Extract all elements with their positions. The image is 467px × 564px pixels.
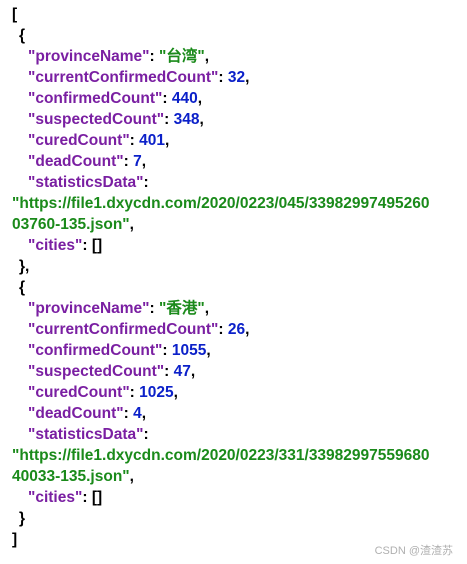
json-key: "curedCount": [28, 384, 130, 401]
json-array-value: []: [91, 237, 103, 254]
object-close-brace: }: [19, 510, 26, 527]
json-entry: 40033-135.json",: [12, 468, 134, 485]
object-close-brace: },: [19, 258, 30, 275]
array-open-bracket: [: [12, 6, 18, 23]
json-entry: "deadCount": 4,: [28, 405, 147, 422]
json-number-value: 7: [133, 153, 142, 170]
json-entry: "suspectedCount": 348,: [28, 111, 204, 128]
object-open-brace: {: [19, 27, 26, 44]
json-key: "confirmedCount": [28, 90, 163, 107]
json-entry: "provinceName": "台湾",: [28, 48, 210, 65]
json-entry: "provinceName": "香港",: [28, 300, 210, 317]
json-number-value: 348: [173, 111, 200, 128]
json-key: "deadCount": [28, 153, 124, 170]
json-entry: "curedCount": 1025,: [28, 384, 178, 401]
json-number-value: 26: [227, 321, 246, 338]
json-key: "provinceName": [28, 300, 150, 317]
json-array-value: []: [91, 489, 103, 506]
json-key: "curedCount": [28, 132, 130, 149]
json-entry: "currentConfirmedCount": 26,: [28, 321, 250, 338]
array-close-bracket: ]: [12, 531, 18, 548]
json-number-value: 47: [173, 363, 191, 380]
json-entry: "deadCount": 7,: [28, 153, 147, 170]
json-key: "currentConfirmedCount": [28, 321, 219, 338]
watermark: CSDN @渣渣苏: [374, 545, 453, 557]
json-key: "currentConfirmedCount": [28, 69, 219, 86]
json-string-value: 40033-135.json": [12, 468, 130, 485]
json-key: "statisticsData": [28, 174, 144, 191]
json-string-value: "https://file1.dxycdn.com/2020/0223/045/…: [12, 195, 430, 212]
object-open-brace: {: [19, 279, 26, 296]
json-key: "cities": [28, 489, 83, 506]
json-entry: "statisticsData":: [28, 426, 149, 443]
json-string-value: "香港": [159, 300, 205, 317]
json-key: "statisticsData": [28, 426, 144, 443]
json-entry: "cities": []: [28, 489, 103, 506]
json-string-value: "https://file1.dxycdn.com/2020/0223/331/…: [12, 447, 430, 464]
json-entry: "cities": []: [28, 237, 103, 254]
json-number-value: 1025: [139, 384, 174, 401]
json-number-value: 1055: [171, 342, 207, 359]
json-key: "suspectedCount": [28, 363, 165, 380]
json-number-value: 32: [227, 69, 246, 86]
json-entry: "suspectedCount": 47,: [28, 363, 196, 380]
json-number-value: 440: [171, 90, 198, 107]
json-entry: "currentConfirmedCount": 32,: [28, 69, 250, 86]
json-code-view: [ { "provinceName": "台湾", "currentConfir…: [12, 4, 460, 550]
json-string-value: "台湾": [159, 48, 205, 65]
json-entry: "confirmedCount": 440,: [28, 90, 203, 107]
json-key: "cities": [28, 237, 83, 254]
json-entry: "statisticsData":: [28, 174, 149, 191]
json-string-value: 03760-135.json": [12, 216, 130, 233]
json-key: "confirmedCount": [28, 342, 163, 359]
json-key: "suspectedCount": [28, 111, 165, 128]
json-number-value: 4: [133, 405, 142, 422]
json-key: "deadCount": [28, 405, 124, 422]
json-number-value: 401: [139, 132, 166, 149]
json-entry: "confirmedCount": 1055,: [28, 342, 211, 359]
json-entry: 03760-135.json",: [12, 216, 134, 233]
json-entry: "curedCount": 401,: [28, 132, 170, 149]
json-key: "provinceName": [28, 48, 150, 65]
